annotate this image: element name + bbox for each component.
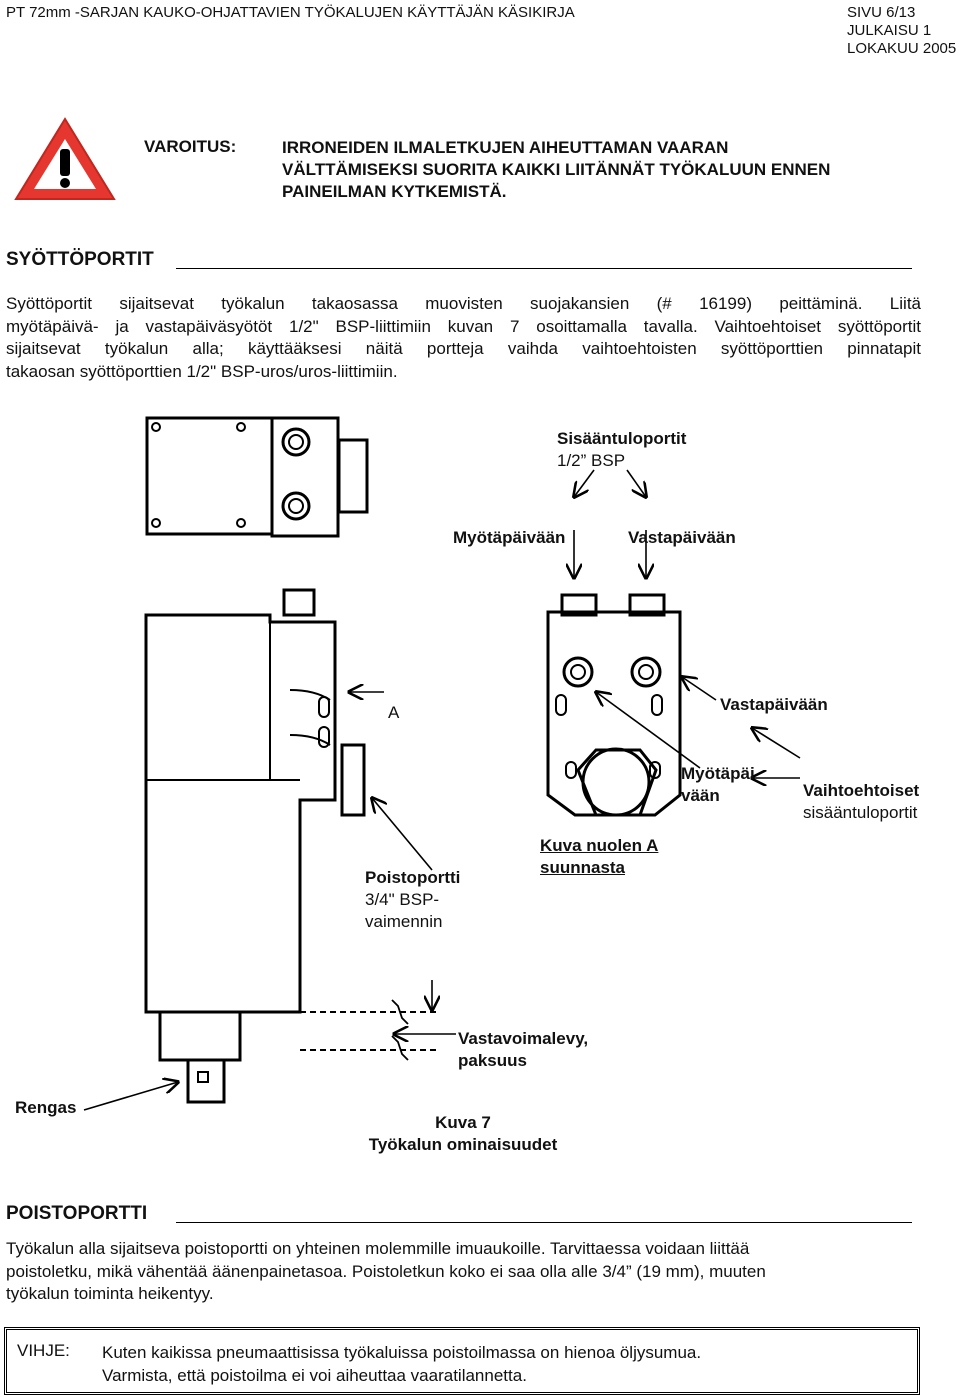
page-number: SIVU 6/13 — [847, 4, 916, 21]
caption-line: Työkalun ominaisuudet — [368, 1135, 558, 1154]
label-clockwise: Myötäpäivään — [453, 528, 566, 547]
label-line: Kuva nuolen A — [540, 836, 659, 855]
leader-arrow — [83, 1082, 178, 1111]
paragraph-line: myötäpäivä- ja vastapäiväsyötöt 1/2" BSP… — [6, 316, 921, 336]
paragraph-line: sijaitsevat työkalun alla; käyttääksesi … — [6, 339, 921, 358]
document-title: PT 72mm -SARJAN KAUKO-OHJATTAVIEN TYÖKAL… — [6, 4, 575, 21]
label-line: paksuus — [458, 1051, 527, 1070]
label-view-caption: Kuva nuolen A suunnasta — [540, 835, 658, 879]
leader-arrow — [626, 469, 646, 497]
label-reaction-plate: Vastavoimalevy, paksuus — [458, 1028, 588, 1072]
note-box: VIHJE: Kuten kaikissa pneumaattisissa ty… — [4, 1327, 920, 1395]
leader-arrow — [682, 677, 717, 701]
note-line: Varmista, että poistoilma ei voi aiheutt… — [102, 1366, 527, 1385]
figure-caption: Kuva 7 Työkalun ominaisuudet — [355, 1112, 571, 1156]
paragraph-line: Työkalun alla sijaitseva poistoportti on… — [6, 1239, 750, 1258]
note-text: Kuten kaikissa pneumaattisissa työkaluis… — [102, 1341, 701, 1387]
warning-line: IRRONEIDEN ILMALETKUJEN AIHEUTTAMAN VAAR… — [282, 138, 729, 157]
top-view-drawing — [145, 416, 369, 538]
inlets-paragraph: Syöttöportit sijaitsevat työkalun takaos… — [6, 293, 921, 383]
heading-rule — [176, 268, 912, 269]
label-alt-inlets: Vaihtoehtoiset sisääntuloportit — [803, 780, 919, 824]
rear-view-drawing — [546, 593, 682, 817]
leader-arrow — [574, 469, 595, 497]
heading-rule — [176, 1222, 912, 1223]
note-line: Kuten kaikissa pneumaattisissa työkaluis… — [102, 1343, 702, 1362]
label-line: Vastavoimalevy, — [458, 1029, 589, 1048]
warning-text: IRRONEIDEN ILMALETKUJEN AIHEUTTAMAN VAAR… — [282, 137, 830, 203]
label-line: vaimennin — [365, 912, 443, 931]
caption-line: Kuva 7 — [435, 1113, 491, 1132]
label-inlet-size: 1/2” BSP — [557, 451, 626, 470]
label-view-a: A — [388, 703, 400, 722]
label-line: vään — [681, 786, 720, 805]
paragraph-line: Syöttöportit sijaitsevat työkalun takaos… — [6, 294, 921, 313]
leader-arrow — [596, 692, 701, 769]
label-exhaust-port: Poistoportti 3/4" BSP- vaimennin — [365, 867, 460, 933]
leader-arrow — [752, 728, 801, 759]
tool-figure — [83, 416, 801, 1111]
paragraph-line: työkalun toiminta heikentyy. — [6, 1284, 214, 1303]
label-ring: Rengas — [15, 1098, 77, 1117]
label-line: Vaihtoehtoiset — [803, 781, 920, 800]
warning-label: VAROITUS: — [144, 137, 237, 156]
exhaust-paragraph: Työkalun alla sijaitseva poistoportti on… — [6, 1238, 921, 1306]
warning-line: PAINEILMAN KYTKEMISTÄ. — [282, 182, 507, 201]
leader-arrow — [372, 798, 433, 871]
section-heading-inlets: SYÖTTÖPORTIT — [6, 249, 154, 270]
paragraph-line: takaosan syöttöporttien 1/2" BSP-uros/ur… — [6, 361, 398, 381]
label-line: suunnasta — [540, 858, 626, 877]
label-line: Myötäpäi — [681, 764, 755, 783]
edition: JULKAISU 1 — [847, 22, 932, 39]
note-label: VIHJE: — [17, 1341, 70, 1360]
label-line: 3/4" BSP- — [365, 890, 440, 909]
paragraph-line: poistoletku, mikä vähentää äänenpainetas… — [6, 1261, 766, 1281]
warning-triangle-icon — [14, 117, 116, 200]
label-line: sisääntuloportit — [803, 803, 918, 822]
label-counterclockwise: Vastapäivään — [628, 528, 736, 547]
date: LOKAKUU 2005 — [847, 40, 957, 57]
side-view-drawing — [144, 588, 438, 1104]
section-heading-exhaust: POISTOPORTTI — [6, 1203, 148, 1224]
label-counterclockwise-rear: Vastapäivään — [720, 695, 828, 714]
label-line: Poistoportti — [365, 868, 461, 887]
warning-line: VÄLTTÄMISEKSI SUORITA KAIKKI LIITÄNNÄT T… — [282, 160, 831, 179]
label-inlet-ports: Sisääntuloportit — [557, 429, 687, 448]
label-clockwise-rear: Myötäpäi vään — [681, 763, 755, 807]
